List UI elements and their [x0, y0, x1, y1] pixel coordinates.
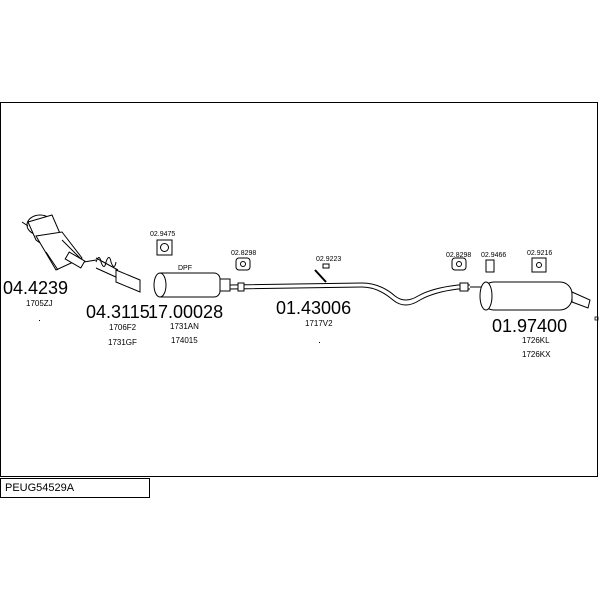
leader-dots — [39, 316, 599, 343]
dpf-tag: DPF — [178, 265, 192, 272]
ref-rear-2: 1726KX — [522, 350, 551, 359]
ref-flex-2: 1731GF — [108, 338, 137, 347]
dpf-drawing — [153, 272, 231, 298]
accessory-hanger-rear: 02.8298 — [446, 252, 471, 259]
part-number-rear: 01.97400 — [492, 316, 567, 336]
part-number-dpf: 17.00028 — [148, 302, 223, 322]
accessory-clamp: 02.9223 — [316, 256, 341, 263]
rear-silencer-drawing — [470, 281, 591, 311]
ref-dpf-1: 1731AN — [170, 322, 199, 331]
ref-dpf-2: 174015 — [171, 336, 198, 345]
ref-cat-1: 1705ZJ — [26, 299, 53, 308]
accessory-gasket: 02.9475 — [150, 231, 175, 238]
accessory-9216: 02.9216 — [527, 250, 552, 257]
diagram-frame — [0, 102, 598, 477]
part-number-middle: 01.43006 — [276, 298, 351, 318]
accessory-9466: 02.9466 — [481, 252, 506, 259]
accessory-icons — [156, 239, 547, 283]
catalytic-converter-drawing — [21, 214, 86, 271]
flex-pipe-drawing — [83, 257, 141, 293]
middle-pipe-drawing — [229, 282, 470, 306]
accessory-hanger-front: 02.8298 — [231, 250, 256, 257]
diagram-code-box: PEUG54529A — [0, 478, 150, 498]
diagram-code: PEUG54529A — [5, 482, 75, 494]
part-number-cat: 04.4239 — [3, 278, 68, 298]
ref-rear-1: 1726KL — [522, 336, 550, 345]
part-number-flex: 04.3115 — [86, 302, 150, 322]
ref-flex-1: 1706F2 — [109, 323, 137, 332]
ref-middle-1: 1717V2 — [305, 319, 333, 328]
